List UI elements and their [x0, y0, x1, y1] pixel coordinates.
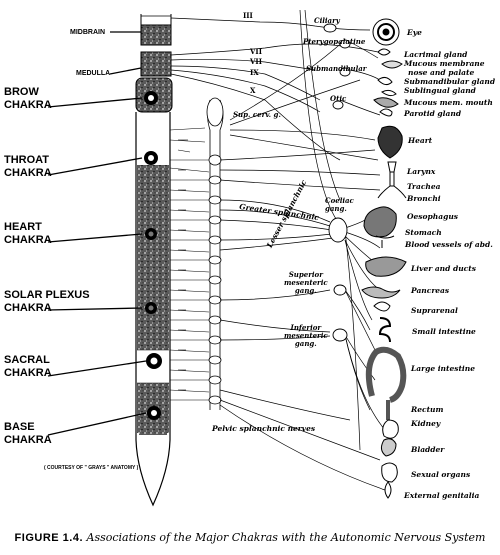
visceral-nerves	[219, 9, 386, 491]
organ-small-intestine: Small intestine	[412, 327, 476, 336]
organ-nose-palate: nose and palate	[408, 68, 475, 77]
small-intestine-drawing	[378, 317, 392, 343]
organ-blood-vessels: Blood vessels of abd.	[405, 240, 493, 249]
organ-lacrimal-gland: Lacrimal gland	[404, 50, 468, 59]
ciliary-label: Ciliary	[314, 16, 340, 25]
inferior-mesenteric-label: Inferior mesenteric gang.	[284, 323, 328, 348]
pterygopalatine-ganglion	[339, 39, 351, 49]
cranial-nerve-fibres	[170, 17, 381, 161]
cranial-nerve-iii: III	[243, 11, 253, 20]
organ-drawings	[361, 18, 407, 499]
kidney-drawing	[382, 419, 399, 439]
solar-plexus-chakra-label: SOLAR PLEXUS CHAKRA	[4, 289, 90, 314]
mouth-drawing	[373, 97, 399, 108]
organ-pancreas: Pancreas	[411, 286, 450, 295]
courtesy-note: ( COURTESY OF " GRAYS " ANATOMY )	[44, 465, 139, 471]
brow-chakra-label: BROW CHAKRA	[4, 86, 52, 111]
mucous-membrane-drawing	[381, 60, 403, 69]
external-genitalia-drawing	[384, 481, 392, 499]
ganglia	[323, 23, 351, 342]
thoracic-segment	[137, 165, 169, 350]
otic-label: Otic	[330, 94, 347, 103]
organ-trachea: Trachea	[407, 182, 441, 191]
cranial-nerve-ix: IX	[250, 68, 259, 77]
organ-sexual-organs: Sexual organs	[411, 470, 471, 479]
coeliac-ganglion	[328, 217, 348, 243]
organ-submandibular-gland: Submandibular gland	[404, 77, 496, 86]
organ-rectum: Rectum	[411, 405, 444, 414]
cord-outline	[135, 112, 171, 507]
parotid-gland-drawing	[379, 108, 393, 117]
ciliary-ganglion	[323, 23, 337, 33]
cranial-nerve-x: X	[250, 86, 256, 95]
medulla-segment	[140, 51, 172, 77]
organ-liver: Liver and ducts	[411, 264, 476, 273]
sexual-organs-drawing	[381, 462, 398, 483]
organ-bladder: Bladder	[411, 445, 445, 454]
large-intestine-drawing	[365, 346, 407, 403]
sup-cerv-label: Sup. cerv. g.	[233, 110, 281, 119]
organ-mucous-mem-mouth: Mucous mem. mouth	[404, 98, 493, 107]
submandibular-gland-drawing	[377, 76, 393, 86]
base-chakra-label: BASE CHAKRA	[4, 421, 52, 446]
figure-caption-text: Associations of the Major Chakras with t…	[86, 531, 486, 544]
oesophagus-stomach-drawing	[363, 206, 397, 238]
midbrain-label: MIDBRAIN	[70, 29, 105, 36]
organ-eye: Eye	[407, 28, 422, 37]
eye-drawing	[372, 18, 400, 46]
organ-oesophagus: Oesophagus	[407, 212, 459, 221]
superior-mesenteric-ganglion	[333, 284, 347, 296]
organ-larynx: Larynx	[407, 167, 436, 176]
pancreas-drawing	[361, 286, 401, 299]
otic-ganglion	[332, 100, 344, 110]
midbrain-segment	[140, 24, 172, 46]
submandibular-label: Submandibular	[306, 64, 367, 73]
lacrimal-gland-drawing	[377, 48, 391, 56]
coeliac-label: Coeliac gang.	[325, 196, 354, 213]
organ-kidney: Kidney	[411, 419, 441, 428]
sympathetic-chain	[206, 97, 224, 410]
sacral-chakra-label: SACRAL CHAKRA	[4, 354, 52, 379]
pterygopalatine-label: Pterygopalatine	[303, 37, 366, 46]
cranial-nerve-vii-b: VII	[250, 57, 262, 66]
larynx-drawing	[387, 161, 397, 173]
suprarenal-drawing	[373, 301, 391, 312]
heart-drawing	[377, 125, 403, 159]
medulla-label: MEDULLA	[76, 70, 111, 77]
bladder-drawing	[380, 438, 397, 457]
superior-mesenteric-label: Superior mesenteric gang.	[284, 270, 328, 295]
cranial-nerve-vii-a: VII	[250, 47, 262, 56]
organ-suprarenal: Suprarenal	[411, 306, 458, 315]
inferior-mesenteric-ganglion	[332, 328, 348, 342]
rami	[169, 127, 210, 401]
blood-vessels-drawing	[375, 235, 395, 248]
organ-parotid-gland: Parotid gland	[404, 109, 462, 118]
figure-number: FIGURE 1.4.	[14, 532, 84, 544]
chakra-leader-lines	[47, 31, 147, 436]
organ-external-genitalia: External genitalia	[404, 491, 480, 500]
pelvic-splanchnic-label: Pelvic splanchnic nerves	[212, 424, 316, 433]
sublingual-gland-drawing	[381, 89, 397, 97]
organ-bronchi: Bronchi	[407, 194, 441, 203]
heart-chakra-label: HEART CHAKRA	[4, 221, 52, 246]
organ-large-intestine: Large intestine	[411, 364, 476, 373]
throat-chakra-label: THROAT CHAKRA	[4, 154, 52, 179]
trachea-drawing	[377, 171, 407, 199]
liver-drawing	[365, 256, 407, 277]
organ-stomach: Stomach	[405, 228, 442, 237]
spinal-column	[135, 14, 173, 507]
organ-sublingual-gland: Sublingual gland	[404, 86, 476, 95]
submandibular-ganglion	[339, 67, 351, 77]
organ-heart: Heart	[408, 136, 433, 145]
organ-mucous-membrane: Mucous membrane	[404, 59, 485, 68]
figure-caption: FIGURE 1.4. Associations of the Major Ch…	[0, 531, 500, 544]
